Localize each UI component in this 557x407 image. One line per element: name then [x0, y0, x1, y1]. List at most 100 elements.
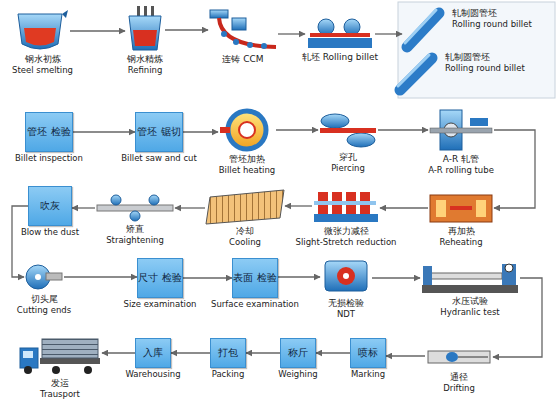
- step-label-text: 管坯加热: [219, 154, 275, 165]
- step-label-text: Marking: [351, 369, 385, 380]
- step-label-text: Drifting: [443, 383, 475, 394]
- step-label: 发运Trausport: [40, 378, 80, 400]
- process-step: 管坯加热Billet heating: [218, 108, 276, 152]
- process-box: 打包Packing: [210, 338, 246, 368]
- reheating-furnace-icon: [430, 195, 492, 222]
- flow-arrow: [102, 352, 135, 353]
- step-label-text: Slight-Stretch reduction: [296, 237, 397, 248]
- step-label-text: Cooling: [229, 237, 261, 248]
- billet-mill-icon: [308, 19, 372, 48]
- step-name: 喷标: [358, 347, 378, 359]
- truck-icon: [20, 339, 100, 374]
- reducing-mill-icon: [314, 192, 378, 222]
- step-label-text: A-R 轧管: [428, 154, 494, 165]
- process-step: 钢水精炼Refining: [125, 8, 165, 52]
- ndt-icon: [325, 261, 367, 291]
- step-name: 称斤: [288, 347, 308, 359]
- flow-arrow: [278, 33, 305, 34]
- step-label: 微张力减径Slight-Stretch reduction: [296, 226, 397, 248]
- process-step: 水压试验Hydranlic test: [420, 262, 520, 294]
- billet-panel: [398, 2, 555, 98]
- process-step: 无损检验NDT: [320, 256, 372, 296]
- flow-arrow: [375, 33, 402, 34]
- process-box: 管坯 锯切Billet saw and cut: [135, 112, 183, 152]
- step-label-text: Billet inspection: [15, 153, 83, 164]
- step-label-text: Packing: [212, 369, 245, 380]
- step-label: 再加热Reheating: [439, 226, 482, 248]
- step-label-text: Piercing: [331, 163, 365, 174]
- step-label: 管坯加热Billet heating: [219, 154, 275, 176]
- piercing-mill-icon: [320, 114, 376, 147]
- step-label-text: Cutting ends: [17, 305, 71, 316]
- process-step: 轧坯 Rolling billet: [305, 18, 375, 50]
- step-label: 钢水初炼Steel smelting: [12, 54, 73, 76]
- step-label-text: Warehousing: [125, 369, 180, 380]
- step-label-text: 连铸 CCM: [222, 54, 263, 65]
- saw-icon: [26, 265, 62, 289]
- step-label: A-R 轧管A-R rolling tube: [428, 154, 494, 176]
- flow-arrow: [64, 276, 137, 277]
- step-label: 轧制圆管坯Rolling round billet: [452, 8, 532, 30]
- process-box: 管坯 检验Billet inspection: [25, 112, 73, 152]
- step-name: 表面 检验: [233, 272, 276, 284]
- step-label-text: Surface examination: [211, 299, 299, 310]
- step-label-text: 水压试验: [440, 296, 499, 307]
- step-label: Billet saw and cut: [121, 153, 197, 164]
- step-label: 通径Drifting: [443, 372, 475, 394]
- step-label-text: Steel smelting: [12, 65, 73, 76]
- step-label: 钢水精炼Refining: [127, 54, 163, 76]
- step-label-text: Straightening: [106, 235, 164, 246]
- process-step: 发运Trausport: [18, 336, 102, 376]
- process-step: 矫直Straightening: [95, 194, 175, 222]
- step-label: 连铸 CCM: [222, 54, 263, 65]
- flow-arrow: [183, 131, 218, 132]
- step-label-text: 穿孔: [331, 152, 365, 163]
- step-label: Size examination: [124, 299, 197, 310]
- step-label-text: Rolling round billet: [445, 63, 525, 74]
- process-step: 再加热Reheating: [428, 192, 494, 224]
- step-label-text: Weighing: [278, 369, 317, 380]
- step-label: Marking: [351, 369, 385, 380]
- process-step: A-R 轧管A-R rolling tube: [428, 108, 494, 152]
- step-label-text: 无损检验: [328, 298, 364, 309]
- step-label-text: Rolling round billet: [452, 19, 532, 30]
- ladle-icon: [129, 6, 161, 50]
- flow-arrow: [183, 277, 232, 278]
- step-label-text: 轧制圆管坯: [452, 8, 532, 19]
- step-label: Warehousing: [125, 369, 180, 380]
- round-billet: [398, 10, 439, 90]
- step-label: 无损检验NDT: [328, 298, 364, 320]
- flow-arrow: [316, 352, 350, 353]
- process-box: 吹灰Blow the dust: [28, 186, 72, 226]
- process-step: 通径Drifting: [425, 344, 493, 370]
- process-box: 喷标Marking: [350, 338, 386, 368]
- step-label: Packing: [212, 369, 245, 380]
- step-label-text: Reheating: [439, 237, 482, 248]
- step-label-text: Hydranlic test: [440, 307, 499, 318]
- flow-arrow: [372, 277, 420, 278]
- caster-icon: [210, 10, 276, 49]
- flow-arrow: [171, 352, 210, 353]
- step-label-text: 矫直: [106, 224, 164, 235]
- tube-mill-icon: [430, 110, 492, 150]
- hydraulic-tester-icon: [422, 264, 518, 293]
- step-label: 矫直Straightening: [106, 224, 164, 246]
- process-step: 连铸 CCM: [208, 8, 278, 52]
- process-box: 表面 检验Surface examination: [232, 258, 278, 298]
- straightener-icon: [97, 195, 173, 221]
- heating-furnace-icon: [220, 111, 266, 149]
- flow-arrow: [246, 352, 280, 353]
- step-name: 打包: [218, 347, 238, 359]
- step-label: 穿孔Piercing: [331, 152, 365, 174]
- step-name: 管坯 检验: [27, 126, 70, 138]
- step-label-text: A-R rolling tube: [428, 165, 494, 176]
- flow-arrow: [70, 30, 125, 31]
- flow-arrow: [276, 129, 318, 130]
- process-step: 钢水初炼Steel smelting: [15, 10, 70, 52]
- step-label: Billet inspection: [15, 153, 83, 164]
- process-step: 穿孔Piercing: [318, 110, 378, 150]
- step-label-text: Trausport: [40, 389, 80, 400]
- step-label-text: Refining: [127, 65, 163, 76]
- process-step: 轧制圆管坯Rolling round billet: [395, 52, 437, 96]
- flow-arrow: [73, 131, 135, 132]
